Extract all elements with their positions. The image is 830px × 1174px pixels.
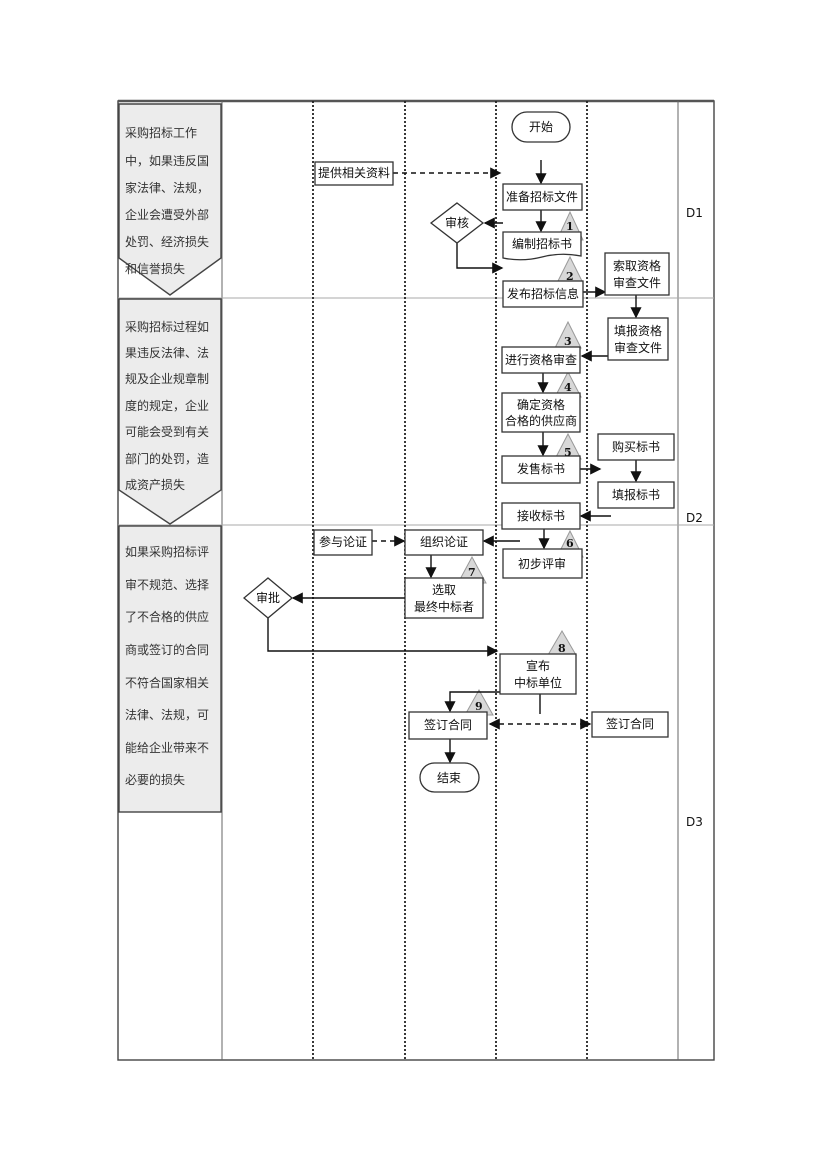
control-point-9: 9 (475, 700, 483, 713)
control-point-triangles (457, 210, 584, 716)
svg-text:企业会遭受外部: 企业会遭受外部 (125, 207, 209, 222)
svg-text:中，如果违反国: 中，如果违反国 (125, 153, 209, 168)
approve-decision: 审批 (242, 577, 294, 619)
svg-text:能给企业带来不: 能给企业带来不 (125, 740, 209, 755)
publish-info-node: 发布招标信息 (502, 280, 584, 308)
svg-text:提供相关资料: 提供相关资料 (318, 165, 390, 180)
control-point-8: 8 (558, 642, 566, 655)
receive-bid-node: 接收标书 (501, 502, 581, 530)
preliminary-review-node: 初步评审 (502, 548, 583, 579)
svg-text:如果采购招标评: 如果采购招标评 (125, 544, 209, 559)
svg-text:初步评审: 初步评审 (518, 556, 566, 571)
svg-text:选取: 选取 (432, 583, 456, 597)
request-qualification-node: 索取资格 审查文件 (604, 252, 670, 296)
svg-text:成资产损失: 成资产损失 (125, 477, 185, 492)
svg-text:果违反法律、法: 果违反法律、法 (125, 346, 209, 360)
svg-text:规及企业规章制: 规及企业规章制 (125, 371, 209, 386)
svg-text:确定资格: 确定资格 (517, 397, 565, 412)
risk-panel-2: 采购招标过程如 果违反法律、法 规及企业规章制 度的规定，企业 可能会受到有关 … (118, 298, 222, 525)
svg-text:发售标书: 发售标书 (517, 461, 565, 476)
fill-bid-node: 填报标书 (597, 481, 675, 509)
connectors (267, 160, 642, 764)
svg-text:了不合格的供应: 了不合格的供应 (125, 609, 209, 624)
svg-text:准备招标文件: 准备招标文件 (506, 189, 578, 204)
risk-panel-1: 采购招标工作 中，如果违反国 家法律、法规， 企业会遭受外部 处罚、经济损失 和… (118, 103, 222, 296)
table-grid (117, 99, 715, 1061)
svg-text:宣布: 宣布 (526, 658, 550, 673)
svg-text:审不规范、选择: 审不规范、选择 (125, 577, 209, 592)
qualification-review-node: 进行资格审查 (501, 346, 581, 374)
confirm-suppliers-node: 确定资格 合格的供应商 (501, 392, 581, 433)
control-point-7: 7 (468, 566, 476, 579)
row-label-d2: D2 (686, 511, 703, 525)
svg-text:审查文件: 审查文件 (614, 340, 662, 355)
svg-text:签订合同: 签订合同 (606, 716, 654, 731)
review-decision: 审核 (429, 202, 485, 244)
svg-text:发布招标信息: 发布招标信息 (507, 286, 579, 301)
control-point-2: 2 (566, 270, 574, 283)
end-terminal: 结束 (419, 762, 480, 793)
svg-text:和信誉损失: 和信誉损失 (125, 261, 185, 276)
control-point-1: 1 (566, 220, 574, 233)
svg-text:采购招标过程如: 采购招标过程如 (125, 319, 209, 334)
svg-text:必要的损失: 必要的损失 (125, 772, 185, 787)
svg-text:不符合国家相关: 不符合国家相关 (125, 675, 209, 690)
svg-text:处罚、经济损失: 处罚、经济损失 (125, 234, 209, 249)
svg-text:家法律、法规，: 家法律、法规， (125, 180, 209, 195)
svg-text:接收标书: 接收标书 (517, 508, 565, 523)
svg-text:部门的处罚，造: 部门的处罚，造 (125, 451, 209, 466)
start-terminal: 开始 (511, 111, 571, 143)
fill-qualification-node: 填报资格 审查文件 (607, 317, 669, 361)
svg-text:填报资格: 填报资格 (614, 323, 662, 338)
organize-evaluation-node: 组织论证 (404, 529, 484, 556)
svg-text:索取资格: 索取资格 (613, 258, 661, 273)
svg-text:购买标书: 购买标书 (612, 439, 660, 454)
svg-text:编制招标书: 编制招标书 (512, 236, 572, 251)
svg-text:组织论证: 组织论证 (420, 535, 468, 549)
control-point-4: 4 (564, 381, 572, 394)
join-evaluation-node: 参与论证 (313, 529, 373, 556)
risk-panel-3: 如果采购招标评 审不规范、选择 了不合格的供应 商或签订的合同 不符合国家相关 … (118, 525, 222, 813)
row-label-d1: D1 (686, 206, 703, 220)
select-winner-node: 选取 最终中标者 (404, 577, 484, 619)
svg-text:开始: 开始 (529, 120, 553, 134)
control-point-3: 3 (564, 335, 572, 348)
control-point-5: 5 (564, 446, 572, 459)
svg-text:中标单位: 中标单位 (514, 675, 562, 690)
svg-text:签订合同: 签订合同 (424, 717, 472, 732)
svg-text:可能会受到有关: 可能会受到有关 (125, 425, 209, 439)
provide-materials-node: 提供相关资料 (314, 161, 394, 186)
svg-text:商或签订的合同: 商或签订的合同 (125, 642, 209, 657)
svg-text:结束: 结束 (437, 771, 461, 785)
svg-text:合格的供应商: 合格的供应商 (505, 413, 577, 428)
svg-text:度的规定，企业: 度的规定，企业 (125, 398, 209, 413)
compile-tender-node: 编制招标书 (502, 231, 582, 261)
svg-text:审核: 审核 (445, 215, 469, 230)
row-label-d3: D3 (686, 815, 703, 829)
svg-text:进行资格审查: 进行资格审查 (505, 352, 577, 367)
svg-text:填报标书: 填报标书 (612, 487, 660, 502)
svg-text:最终中标者: 最终中标者 (414, 599, 474, 614)
control-point-6: 6 (566, 537, 574, 550)
prepare-documents-node: 准备招标文件 (502, 183, 583, 211)
announce-winner-node: 宣布 中标单位 (499, 653, 577, 695)
supplier-sign-contract-node: 签订合同 (591, 711, 669, 738)
svg-text:审查文件: 审查文件 (613, 275, 661, 290)
buy-tender-node: 购买标书 (597, 433, 675, 461)
control-point-numbers: 1 2 3 4 5 6 7 8 9 (468, 220, 574, 713)
svg-text:审批: 审批 (256, 590, 280, 605)
svg-text:采购招标工作: 采购招标工作 (125, 125, 197, 140)
sell-tender-node: 发售标书 (501, 455, 581, 484)
svg-text:法律、法规，可: 法律、法规，可 (125, 707, 209, 722)
svg-text:参与论证: 参与论证 (319, 534, 367, 549)
sign-contract-node: 签订合同 (408, 711, 488, 740)
